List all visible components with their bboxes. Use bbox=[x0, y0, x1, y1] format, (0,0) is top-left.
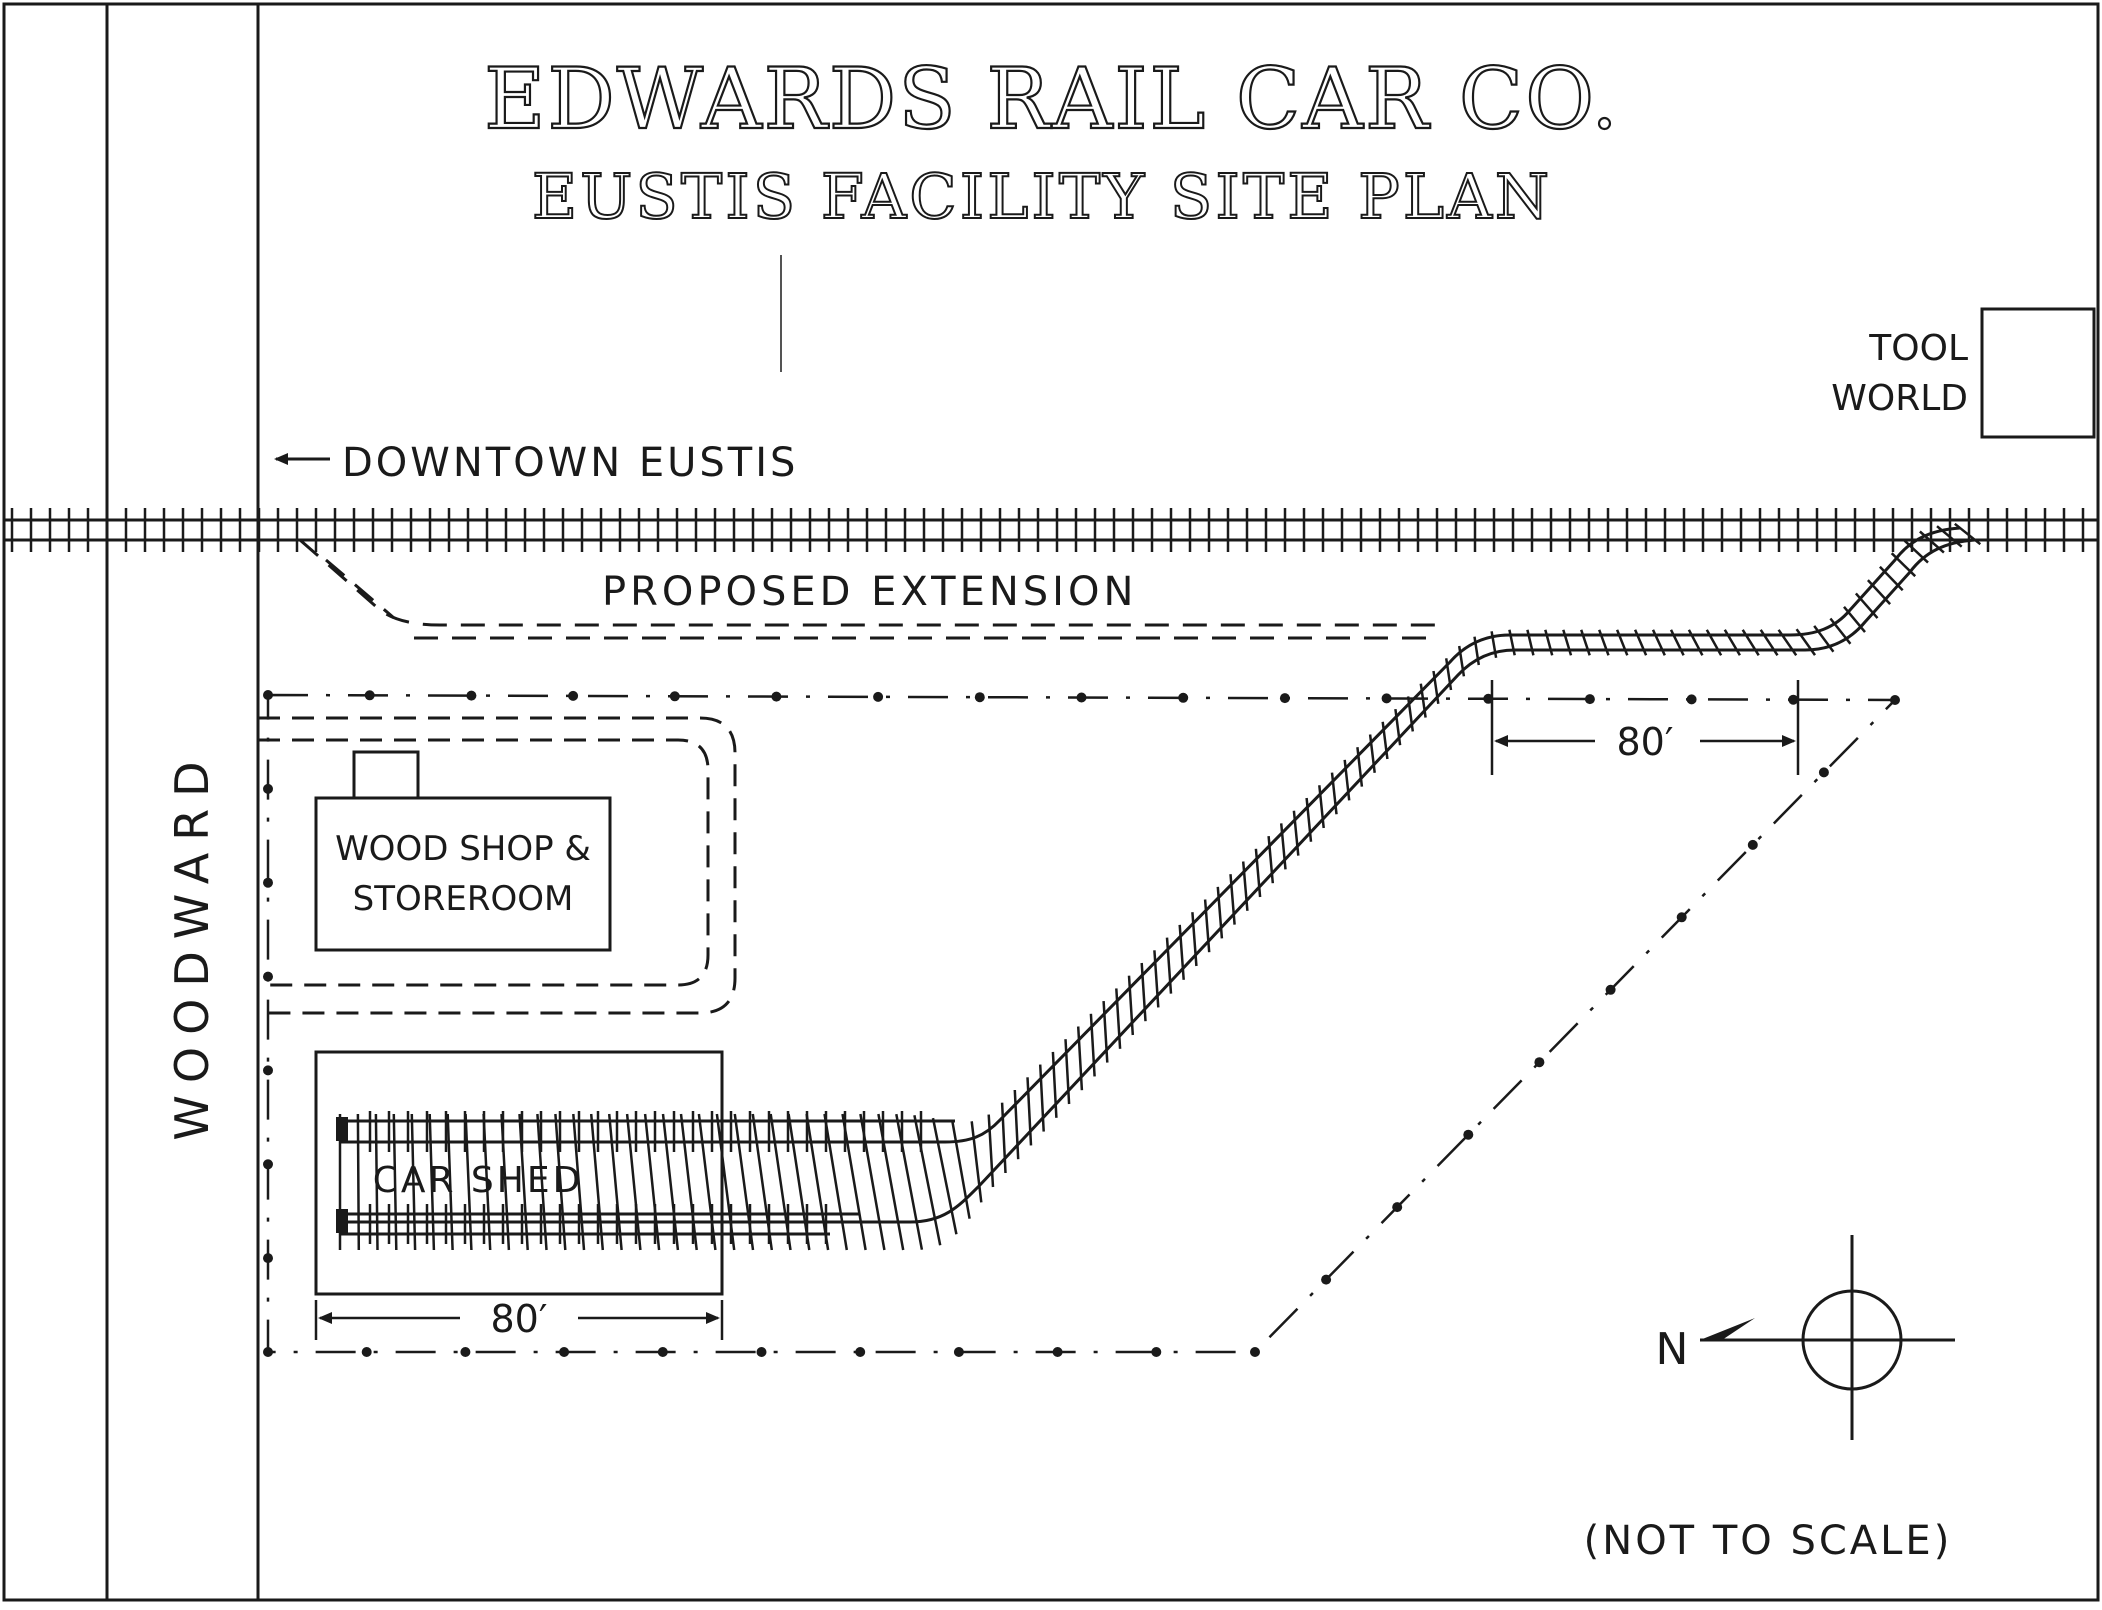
woodward-street bbox=[105, 4, 260, 1600]
shed-tracks bbox=[340, 1111, 955, 1244]
property-marker bbox=[263, 971, 273, 982]
property-marker bbox=[568, 690, 579, 701]
car-shed-dimension bbox=[314, 1300, 724, 1340]
title-line-2: EUSTIS FACILITY SITE PLAN bbox=[532, 160, 1552, 233]
property-marker bbox=[1534, 1057, 1545, 1068]
property-marker bbox=[1463, 1129, 1474, 1140]
property-marker bbox=[873, 691, 884, 702]
property-marker bbox=[1584, 694, 1595, 705]
property-marker bbox=[263, 877, 273, 888]
property-marker bbox=[263, 1253, 273, 1264]
wood-shop-label-2: STOREROOM bbox=[353, 879, 574, 919]
tool-world-label-2: WORLD bbox=[1831, 378, 1968, 419]
track-bumper-1 bbox=[336, 1117, 348, 1141]
yard-dimension-label: 80′ bbox=[1617, 720, 1674, 764]
wood-shop-building bbox=[314, 796, 612, 952]
property-marker bbox=[263, 690, 273, 700]
property-marker bbox=[1788, 694, 1799, 705]
car-shed-building bbox=[314, 1050, 724, 1296]
north-label: N bbox=[1656, 1324, 1689, 1375]
street-label: WOODWARD bbox=[165, 749, 219, 1140]
wood-shop-annex bbox=[352, 750, 420, 800]
property-marker bbox=[1676, 912, 1687, 923]
property-marker bbox=[669, 691, 680, 702]
property-marker bbox=[263, 1065, 273, 1076]
property-marker bbox=[1321, 1274, 1332, 1285]
main-line-track bbox=[4, 508, 2098, 552]
property-marker bbox=[1178, 692, 1189, 703]
property-marker bbox=[1151, 1347, 1162, 1357]
property-marker bbox=[1076, 692, 1087, 703]
car-shed-label: CAR SHED bbox=[373, 1160, 584, 1201]
property-marker bbox=[1250, 1347, 1260, 1357]
property-marker bbox=[1392, 1202, 1403, 1213]
car-shed-dimension-label: 80′ bbox=[491, 1297, 548, 1341]
property-marker bbox=[466, 690, 477, 701]
property-marker bbox=[1686, 694, 1697, 705]
property-marker bbox=[1279, 693, 1290, 704]
property-marker bbox=[559, 1347, 570, 1357]
compass-crosshair-icon bbox=[1801, 1235, 1903, 1440]
property-marker bbox=[263, 1159, 273, 1170]
property-marker bbox=[1381, 693, 1392, 704]
property-marker bbox=[364, 690, 375, 701]
property-marker bbox=[756, 1347, 767, 1357]
property-marker bbox=[361, 1347, 372, 1357]
property-marker bbox=[657, 1347, 668, 1357]
wood-shop-driveway bbox=[258, 716, 737, 1015]
property-marker bbox=[1605, 984, 1616, 995]
north-arrow-icon bbox=[1700, 1318, 1955, 1342]
property-marker bbox=[263, 1347, 273, 1357]
spur-track bbox=[338, 522, 1982, 1251]
property-marker bbox=[263, 783, 273, 794]
wood-shop-label-1: WOOD SHOP & bbox=[335, 829, 591, 869]
property-marker bbox=[1818, 767, 1829, 778]
property-marker bbox=[1052, 1347, 1063, 1357]
scale-note: (NOT TO SCALE) bbox=[1584, 1518, 1953, 1564]
property-marker bbox=[460, 1347, 471, 1357]
tool-world-building bbox=[1980, 307, 2096, 439]
property-marker bbox=[1890, 695, 1900, 705]
yard-dimension bbox=[1490, 680, 1800, 775]
property-marker bbox=[953, 1347, 964, 1357]
property-line bbox=[263, 690, 1900, 1357]
property-marker bbox=[771, 691, 782, 702]
extension-label: PROPOSED EXTENSION bbox=[602, 569, 1137, 615]
property-marker bbox=[855, 1347, 866, 1357]
title-line-1: EDWARDS RAIL CAR CO. bbox=[484, 50, 1620, 148]
proposed-extension-track bbox=[299, 538, 1440, 640]
property-marker bbox=[1747, 839, 1758, 850]
downtown-label: DOWNTOWN EUSTIS bbox=[342, 440, 798, 486]
tool-world-label-1: TOOL bbox=[1868, 328, 1968, 369]
property-marker bbox=[974, 692, 985, 703]
